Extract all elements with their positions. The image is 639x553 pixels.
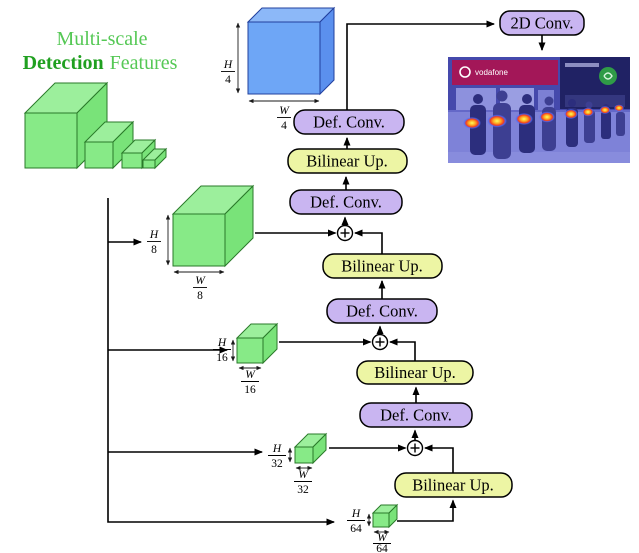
h8-size-labels: H 8 W 8: [147, 214, 225, 302]
fraction-w-64: W 64: [373, 532, 391, 553]
svg-text:32: 32: [271, 458, 283, 470]
def-conv-label-1: Def. Conv.: [313, 113, 385, 132]
chain-wires: [255, 20, 546, 522]
pyramid-cube-2: [83, 120, 135, 170]
title-line1: Multi-scale: [56, 28, 147, 50]
bilinear-up-label-2: Bilinear Up.: [341, 257, 423, 276]
feature-cube-h8: [171, 184, 255, 268]
fraction-w-16: W 16: [241, 369, 259, 396]
def-conv-label-3: Def. Conv.: [346, 302, 418, 321]
sum-node-2: [371, 333, 389, 351]
bilinear-up-box-1: Bilinear Up.: [287, 148, 408, 174]
fraction-h-4: H 4: [221, 59, 235, 86]
wire-h64-to-bilinear4: [397, 499, 457, 522]
detection-result-photo: vodafone: [448, 57, 630, 163]
svg-text:8: 8: [151, 244, 157, 256]
vodafone-sign-text: vodafone: [475, 68, 508, 77]
svg-text:4: 4: [225, 74, 231, 86]
fraction-w-32: W 32: [294, 469, 312, 496]
bilinear-up-box-4: Bilinear Up.: [394, 472, 513, 498]
svg-text:W: W: [377, 532, 388, 544]
h4-size-labels: H 4 W 4: [221, 22, 320, 132]
svg-text:H: H: [149, 229, 159, 241]
pyramid-cube-1: [23, 81, 109, 170]
svg-text:16: 16: [216, 352, 228, 364]
photo-ground-edge: [448, 152, 630, 163]
output-cube-h4: [246, 6, 336, 96]
title-line2-tail: Features: [110, 52, 178, 74]
svg-text:W: W: [298, 469, 309, 481]
def-conv-box-1: Def. Conv.: [293, 109, 405, 135]
svg-text:4: 4: [281, 120, 287, 132]
sum-node-3: [406, 439, 424, 457]
svg-text:32: 32: [297, 484, 309, 496]
h32-size-labels: H 32 W 32: [268, 443, 313, 496]
svg-text:W: W: [245, 369, 256, 381]
bilinear-up-box-3: Bilinear Up.: [356, 360, 474, 385]
conv2d-box: 2D Conv.: [499, 10, 585, 36]
wire-bilinear3-to-sum2: [389, 338, 416, 361]
photo-heatmap-blobs: [463, 104, 624, 129]
input-rail: [107, 198, 335, 526]
wire-defconv1-to-2dconv: [346, 20, 495, 110]
wire-bilinear2-to-sum1: [354, 229, 383, 254]
h16-size-labels: H 16 W 16: [213, 337, 262, 396]
fraction-h-64: H 64: [347, 508, 365, 535]
rail-branch-h64-arrow: [107, 198, 335, 526]
svg-text:16: 16: [244, 384, 256, 396]
svg-text:W: W: [195, 275, 206, 287]
title-line2-bold: Detection: [23, 52, 104, 74]
wire-bilinear4-to-sum3: [424, 444, 454, 473]
svg-text:8: 8: [197, 290, 203, 302]
fraction-h-16: H 16: [213, 337, 231, 364]
def-conv-box-4: Def. Conv.: [359, 402, 473, 428]
sum-node-1: [336, 224, 354, 242]
diagram-title: Multi-scale Detection Features: [23, 28, 178, 74]
title-line2: Detection Features: [23, 52, 178, 74]
bilinear-up-label-3: Bilinear Up.: [374, 363, 456, 382]
svg-text:64: 64: [350, 523, 362, 535]
def-conv-box-2: Def. Conv.: [289, 189, 403, 215]
svg-text:H: H: [272, 443, 282, 455]
bilinear-up-label-4: Bilinear Up.: [412, 476, 494, 495]
feature-pyramid-cubes: [23, 81, 168, 170]
fraction-h-32: H 32: [268, 443, 286, 470]
svg-text:H: H: [223, 59, 233, 71]
def-conv-box-3: Def. Conv.: [326, 298, 438, 324]
feature-cube-h64: [371, 503, 399, 529]
def-conv-label-2: Def. Conv.: [310, 193, 382, 212]
def-conv-label-4: Def. Conv.: [380, 406, 452, 425]
green-store-logo-icon: [599, 67, 617, 85]
svg-text:64: 64: [376, 543, 388, 553]
photo-vodafone-sign: vodafone: [452, 60, 558, 85]
vodafone-logo-icon: [459, 66, 471, 78]
feature-cube-h16: [235, 322, 279, 365]
bilinear-up-box-2: Bilinear Up.: [322, 253, 443, 279]
fraction-w-4: W 4: [277, 105, 291, 132]
fraction-w-8: W 8: [193, 275, 207, 302]
conv2d-label: 2D Conv.: [510, 14, 573, 33]
svg-text:H: H: [217, 337, 227, 349]
svg-text:H: H: [351, 508, 361, 520]
pyramid-cube-4: [141, 147, 168, 170]
feature-cube-h32: [293, 432, 328, 465]
svg-text:W: W: [279, 105, 290, 117]
fraction-h-8: H 8: [147, 229, 161, 256]
h64-size-labels: H 64 W 64: [347, 508, 391, 553]
bilinear-up-label-1: Bilinear Up.: [306, 152, 388, 171]
